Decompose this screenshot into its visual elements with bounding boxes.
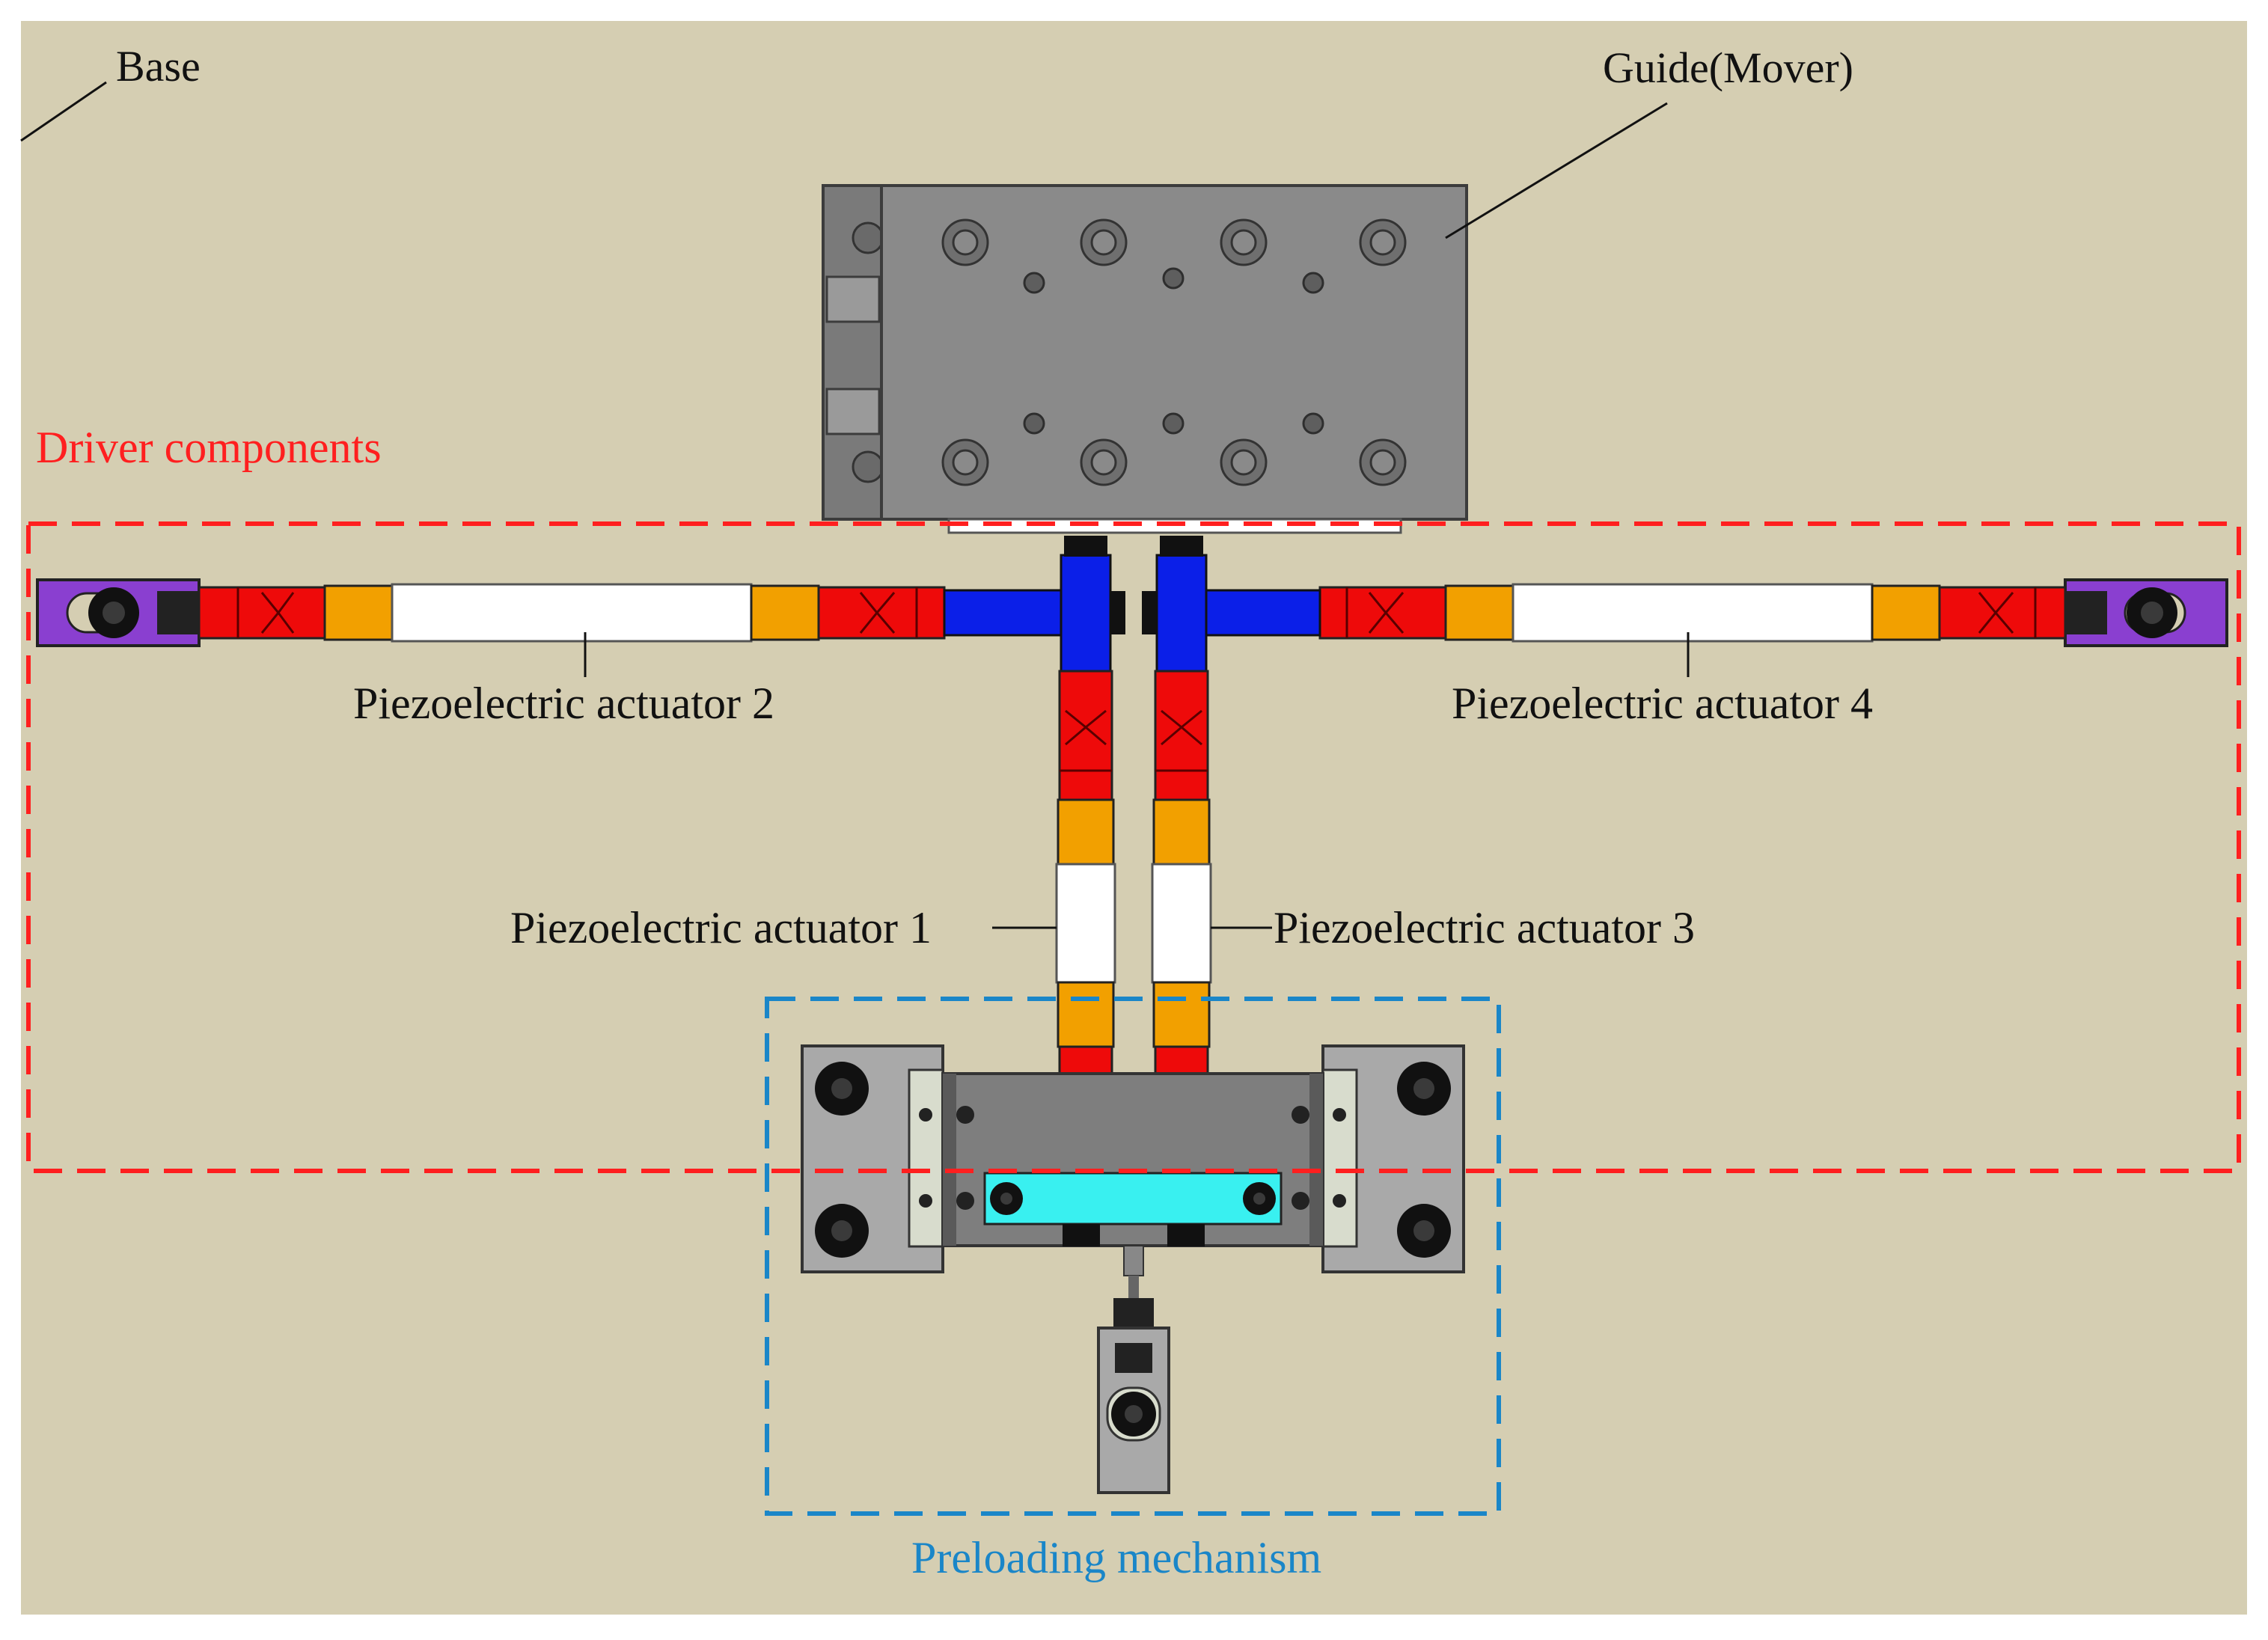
guide-leader [1445, 102, 1668, 239]
actuator-2-label: Piezoelectric actuator 2 [353, 679, 774, 728]
guide-mover [822, 184, 1468, 534]
left-clamp [36, 578, 201, 647]
preloading-mechanism-frame [765, 997, 1501, 1516]
driver-components [36, 536, 2228, 1177]
driver-components-frame [26, 521, 2241, 1173]
guide-label: Guide(Mover) [1603, 43, 1853, 92]
preloading-mechanism [801, 1044, 1465, 1494]
actuator-4-label: Piezoelectric actuator 4 [1452, 679, 1873, 728]
left-blue-connector [943, 536, 1125, 673]
actuator-3-label: Piezoelectric actuator 3 [1274, 903, 1695, 952]
right-blue-connector [1142, 536, 1321, 673]
base-label: Base [116, 42, 201, 91]
guide-bolts [941, 218, 1407, 486]
actuator-1-label: Piezoelectric actuator 1 [510, 903, 932, 952]
piezoelectric-actuator-4 [1318, 583, 2067, 643]
preloading-mechanism-label: Preloading mechanism [911, 1533, 1321, 1582]
right-clamp [2064, 578, 2228, 647]
piezoelectric-actuator-2 [198, 583, 946, 643]
driver-components-label: Driver components [36, 423, 382, 472]
base-leader [20, 81, 107, 142]
